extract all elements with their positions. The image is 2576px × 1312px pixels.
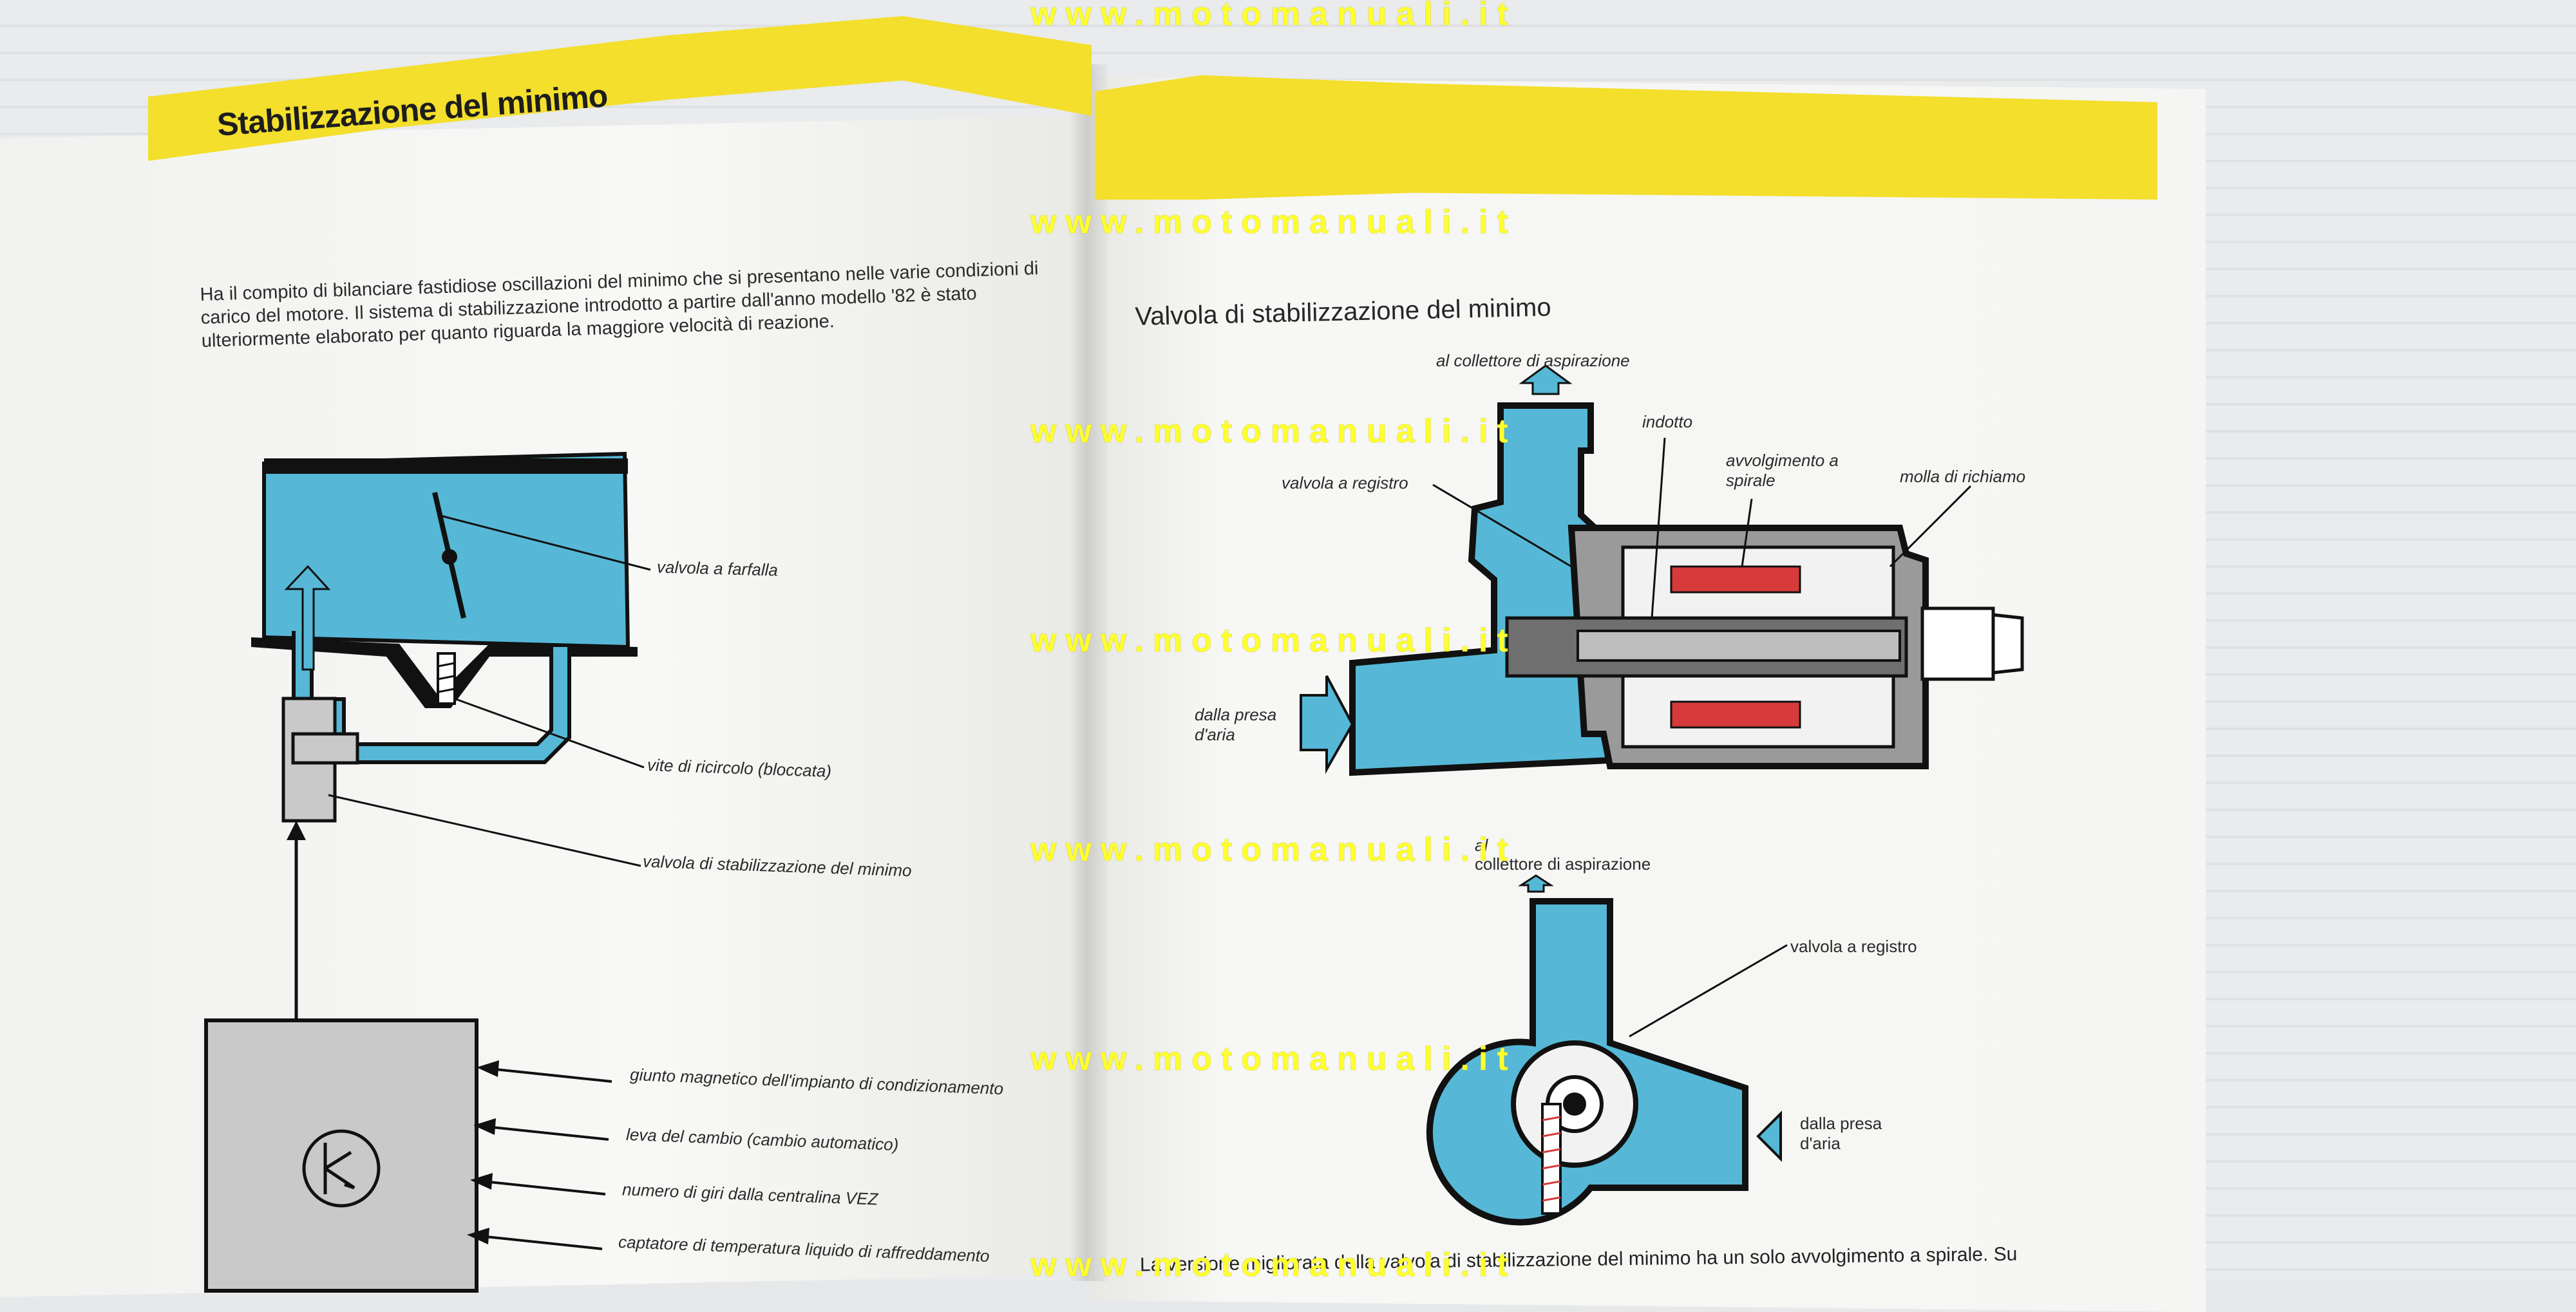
idle-system-diagram xyxy=(204,451,651,1293)
label-register-valve: valvola a registro xyxy=(1282,473,1408,492)
watermark: www.motomanuali.it xyxy=(1030,413,1517,450)
watermark: www.motomanuali.it xyxy=(1030,203,1517,241)
coil-upper xyxy=(1670,565,1801,594)
throttle-body-top-bar xyxy=(264,458,628,474)
label-air-intake: dalla presa d'aria xyxy=(1195,705,1277,744)
label-collector-bottom-al: al xyxy=(1475,836,1488,855)
intake-arrow-2 xyxy=(1756,1111,1782,1162)
watermark: www.motomanuali.it xyxy=(1030,831,1517,868)
coil-lower xyxy=(1670,700,1801,729)
book-spine-shadow xyxy=(1069,64,1108,1281)
throttle-body-bottom xyxy=(251,637,638,708)
label-coil: avvolgimento a spirale xyxy=(1726,451,1839,490)
watermark: www.motomanuali.it xyxy=(1030,1040,1517,1078)
label-collector-top: al collettore di aspirazione xyxy=(1436,351,1630,370)
watermark: www.motomanuali.it xyxy=(1030,1246,1517,1284)
idle-valve-section-diagram xyxy=(1300,364,2024,1226)
watermark: www.motomanuali.it xyxy=(1030,622,1517,659)
connector xyxy=(1920,606,1995,681)
flow-arrow xyxy=(284,565,331,671)
throttle-pivot xyxy=(442,549,457,565)
intake-arrow xyxy=(1300,675,1354,774)
valve-housing xyxy=(1349,402,1626,776)
spring xyxy=(1541,1103,1562,1215)
ecu-box xyxy=(204,1018,478,1293)
label-air-intake-2: dalla presa d'aria xyxy=(1800,1114,1882,1153)
label-collector-bottom: collettore di aspirazione xyxy=(1475,854,1651,874)
label-return-spring: molla di richiamo xyxy=(1900,467,2026,486)
label-armature: indotto xyxy=(1642,412,1693,431)
ecu-symbol-icon xyxy=(302,1129,381,1208)
watermark: www.motomanuali.it xyxy=(1030,0,1517,33)
label-register-valve-2: valvola a registro xyxy=(1790,937,1917,956)
